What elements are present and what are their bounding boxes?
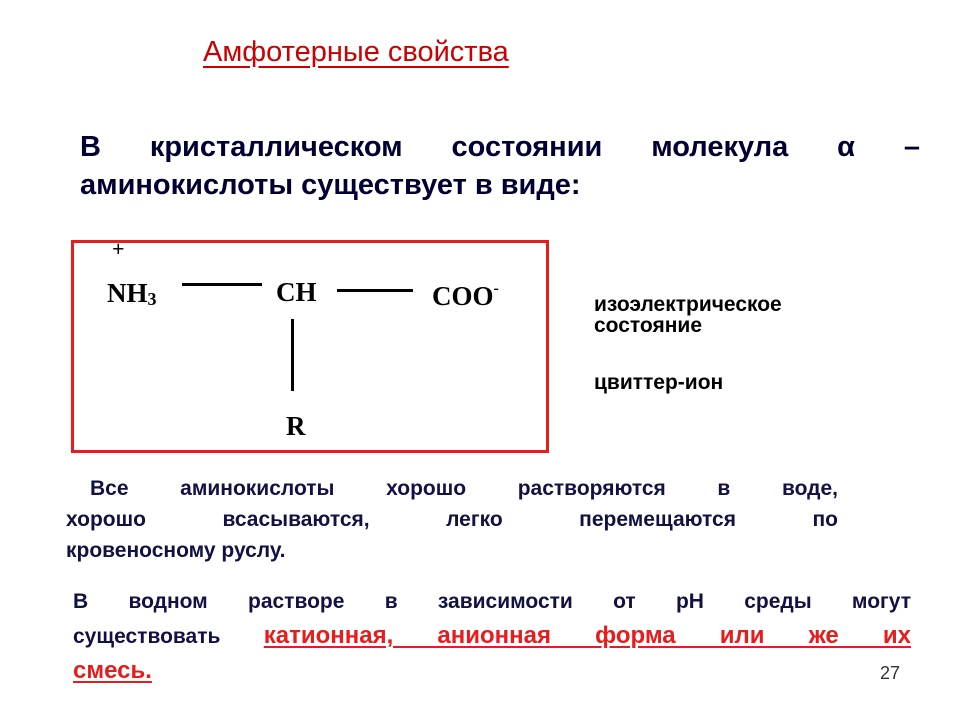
isoelectric-label: изоэлектрическое состояние: [594, 294, 782, 336]
zwitterion-structure-box: [71, 240, 549, 453]
solubility-line: Все аминокислоты хорошо растворяются в в…: [90, 477, 838, 500]
intro-text: В кристаллическом состоянии молекула α –…: [80, 128, 920, 204]
isoelectric-label-line: изоэлектрическое: [594, 293, 782, 316]
alpha-carbon: CH: [276, 277, 317, 307]
radical-group: R: [286, 411, 306, 441]
amino-group: NH3: [107, 278, 157, 310]
amino-group-symbol: NH: [107, 278, 148, 308]
bond-n-c: [182, 283, 262, 286]
solubility-line: кровеносному руслу.: [66, 539, 286, 562]
carboxylate-symbol: COO: [432, 281, 494, 311]
solution-line-2: существовать катионная, анионная форма и…: [73, 619, 911, 654]
ionic-forms-highlight: катионная, анионная форма или же их: [263, 622, 911, 649]
bond-c-r: [291, 319, 294, 391]
solubility-line: хорошо всасываются, легко перемещаются п…: [66, 508, 838, 531]
solution-forms-paragraph: В водном растворе в зависимости от pH ср…: [73, 585, 911, 688]
mixture-highlight: смесь.: [73, 657, 152, 684]
isoelectric-label-line: состояние: [594, 314, 702, 337]
solubility-paragraph: Все аминокислоты хорошо растворяются в в…: [66, 473, 838, 566]
positive-charge-sign: +: [112, 236, 125, 261]
zwitterion-label: цвиттер-ион: [594, 371, 724, 394]
solution-line-start: существовать: [73, 625, 264, 648]
carboxylate-charge: -: [493, 280, 499, 297]
slide-title: Амфотерные свойства: [203, 36, 509, 68]
amino-group-subscript: 3: [147, 289, 157, 309]
intro-line: В кристаллическом состоянии молекула α –: [80, 131, 920, 163]
carboxylate-group: COO-: [432, 280, 499, 312]
intro-line: аминокислоты существует в виде:: [80, 169, 581, 201]
solution-line: В водном растворе в зависимости от pH ср…: [73, 590, 911, 613]
bond-c-coo: [337, 289, 413, 292]
slide-number: 27: [880, 663, 901, 683]
